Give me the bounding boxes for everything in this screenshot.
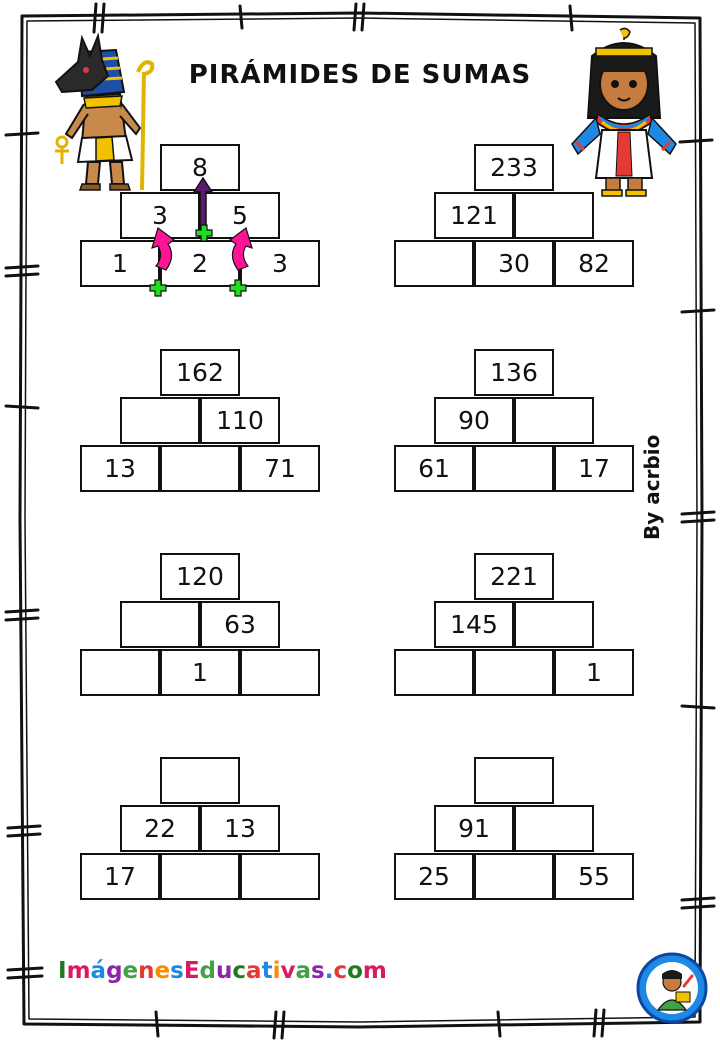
pyramid-3-middle-left[interactable] — [120, 397, 200, 444]
pyramid-5-bottom-left[interactable] — [80, 649, 160, 696]
pyramid-6-bottom-center[interactable] — [474, 649, 554, 696]
pyramid-7-bottom-center[interactable] — [160, 853, 240, 900]
pyramid-4-bottom-center[interactable] — [474, 445, 554, 492]
page-title: PIRÁMIDES DE SUMAS — [188, 60, 532, 90]
pyramid-7-middle-right[interactable]: 13 — [200, 805, 280, 852]
author-credit: By acrbio — [640, 434, 664, 540]
pyramid-7-bottom-right[interactable] — [240, 853, 320, 900]
pyramid-3-bottom-center[interactable] — [160, 445, 240, 492]
pyramid-2-top[interactable]: 233 — [474, 144, 554, 191]
pyramid-6-middle-right[interactable] — [514, 601, 594, 648]
anubis-character-icon — [54, 32, 155, 191]
pyramid-2-bottom-left[interactable] — [394, 240, 474, 287]
pyramid-1-bottom-right: 3 — [240, 240, 320, 287]
pyramid-8-top[interactable] — [474, 757, 554, 804]
pyramid-5-middle-left[interactable] — [120, 601, 200, 648]
pyramid-2-bottom-center[interactable]: 30 — [474, 240, 554, 287]
brand-letter: t — [261, 958, 273, 984]
pyramid-6-bottom-right[interactable]: 1 — [554, 649, 634, 696]
brand-letter: . — [324, 958, 334, 984]
pyramid-2-middle-left[interactable]: 121 — [434, 192, 514, 239]
pyramid-4-middle-left[interactable]: 90 — [434, 397, 514, 444]
imagenes-educativas-logo-icon[interactable] — [636, 952, 708, 1024]
brand-letter: n — [138, 958, 155, 984]
pyramid-8-bottom-center[interactable] — [474, 853, 554, 900]
pyramid-4-bottom-right[interactable]: 17 — [554, 445, 634, 492]
pyramid-8-bottom-right[interactable]: 55 — [554, 853, 634, 900]
brand-letter: I — [58, 958, 67, 984]
pyramid-3-bottom-right[interactable]: 71 — [240, 445, 320, 492]
brand-letter: m — [362, 958, 387, 984]
pyramid-8-middle-left[interactable]: 91 — [434, 805, 514, 852]
pyramid-3-middle-right[interactable]: 110 — [200, 397, 280, 444]
pyramid-1-middle-left: 3 — [120, 192, 200, 239]
pyramid-3-top[interactable]: 162 — [160, 349, 240, 396]
brand-letter: s — [170, 958, 184, 984]
pyramid-5-bottom-right[interactable] — [240, 649, 320, 696]
brand-letter: a — [246, 958, 262, 984]
pyramid-3-bottom-left[interactable]: 13 — [80, 445, 160, 492]
pyramid-7-top[interactable] — [160, 757, 240, 804]
pyramid-1-middle-right: 5 — [200, 192, 280, 239]
pyramid-4-bottom-left[interactable]: 61 — [394, 445, 474, 492]
brand-letter: g — [106, 958, 123, 984]
brand-letter: u — [216, 958, 233, 984]
pyramid-2-bottom-right[interactable]: 82 — [554, 240, 634, 287]
brand-letter: m — [66, 958, 91, 984]
pyramid-6-bottom-left[interactable] — [394, 649, 474, 696]
brand-letter: c — [232, 958, 247, 984]
pyramid-5-bottom-center[interactable]: 1 — [160, 649, 240, 696]
pyramid-5-middle-right[interactable]: 63 — [200, 601, 280, 648]
brand-letter: e — [154, 958, 171, 984]
pyramid-2-middle-right[interactable] — [514, 192, 594, 239]
pyramid-7-bottom-left[interactable]: 17 — [80, 853, 160, 900]
brand-letter: a — [295, 958, 311, 984]
brand-letter: o — [347, 958, 363, 984]
pyramid-4-top[interactable]: 136 — [474, 349, 554, 396]
pyramid-6-middle-left[interactable]: 145 — [434, 601, 514, 648]
pyramid-1-bottom-center: 2 — [160, 240, 240, 287]
pyramid-6-top[interactable]: 221 — [474, 553, 554, 600]
brand-letter: E — [183, 958, 200, 984]
brand-letter: i — [272, 958, 281, 984]
pyramid-1-bottom-left: 1 — [80, 240, 160, 287]
egyptian-girl-character-icon — [571, 27, 677, 197]
brand-letter: c — [333, 958, 348, 984]
pyramid-7-middle-left[interactable]: 22 — [120, 805, 200, 852]
brand-letter: s — [310, 958, 325, 984]
brand-letter: á — [90, 958, 107, 984]
brand-letter: e — [122, 958, 139, 984]
pyramid-4-middle-right[interactable] — [514, 397, 594, 444]
pyramid-1-top: 8 — [160, 144, 240, 191]
brand-letter: d — [199, 958, 217, 984]
pyramid-5-top[interactable]: 120 — [160, 553, 240, 600]
pyramid-8-bottom-left[interactable]: 25 — [394, 853, 474, 900]
pyramid-8-middle-right[interactable] — [514, 805, 594, 852]
brand-watermark[interactable]: ImágenesEducativas.com — [58, 958, 387, 984]
brand-letter: v — [280, 958, 296, 984]
